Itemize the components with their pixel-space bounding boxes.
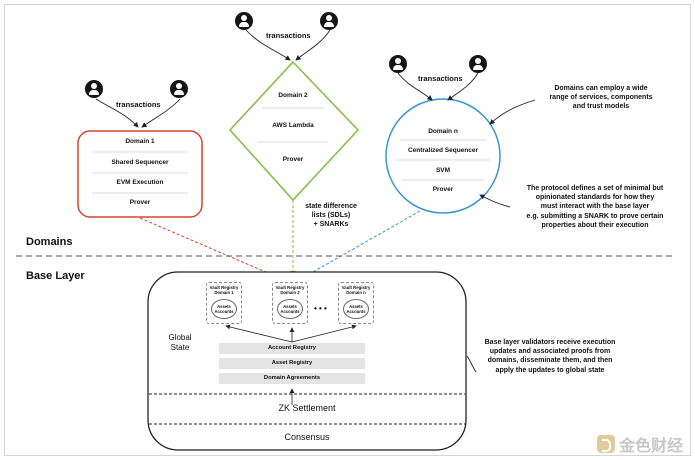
vault-ellipsis: • • • [314,304,327,313]
base-layer-title: Base Layer [26,270,85,282]
state-difference-label: state difference lists (SDLs) + SNARKs [305,203,357,229]
vault-registry-title: Vault Registry Domain n [341,285,371,295]
domain1-prover: Prover [129,199,151,206]
domainn-execution: SVM [435,167,451,174]
vault-registry-title: Vault Registry Domain 2 [275,285,305,295]
domainn-circle [385,98,501,214]
vault-registry-title: Vault Registry Domain 1 [209,285,239,295]
assets-accounts-label: Assets Accounts [346,304,366,314]
user-icon [320,12,338,30]
consensus-label: Consensus [284,432,330,442]
protocol-note: The protocol defines a set of minimal bu… [526,185,664,229]
vault-registry-domain2: Vault Registry Domain 2 Assets Accounts [272,282,308,324]
vault-registry-domain1: Vault Registry Domain 1 Assets Accounts [206,282,242,324]
domain1-box [77,130,203,218]
domain2-diamond [228,60,360,202]
domains-layer-title: Domains [26,236,73,248]
watermark-logo: 金色财经 [596,432,683,456]
user-icon [85,80,103,98]
domains-note: Domains can employ a wide range of servi… [549,85,653,111]
account-registry: Account Registry [219,343,365,354]
watermark-text: 金色财经 [618,438,683,455]
domain1-title: Domain 1 [125,138,155,145]
logo-mark-icon [596,435,615,453]
zk-settlement-label: ZK Settlement [278,403,336,413]
assets-accounts-circle: Assets Accounts [343,299,369,319]
assets-accounts-circle: Assets Accounts [277,299,303,319]
domain2-prover: Prover [282,156,304,163]
domain2-title: Domain 2 [278,92,308,99]
vault-registry-domainn: Vault Registry Domain n Assets Accounts [338,282,374,324]
user-icon [170,80,188,98]
validators-note: Base layer validators receive execution … [484,339,616,374]
transactions-label-domainn: transactions [418,74,463,83]
transactions-label-domain1: transactions [116,100,161,109]
assets-accounts-circle: Assets Accounts [211,299,237,319]
domain1-sequencer: Shared Sequencer [111,159,169,166]
assets-accounts-label: Assets Accounts [214,304,234,314]
domainn-sequencer: Centralized Sequencer [407,147,479,154]
domain-agreements: Domain Agreements [219,373,365,384]
domain1-execution: EVM Execution [116,179,164,186]
user-icon [389,55,407,73]
domainn-title: Domain n [428,128,458,135]
assets-accounts-label: Assets Accounts [280,304,300,314]
domainn-prover: Prover [432,186,454,193]
user-icon [235,12,253,30]
domain2-execution: AWS Lambda [272,122,314,129]
asset-registry: Asset Registry [219,358,365,369]
user-icon [469,55,487,73]
global-state-label: Global State [168,333,192,352]
transactions-label-domain2: transactions [266,31,311,40]
